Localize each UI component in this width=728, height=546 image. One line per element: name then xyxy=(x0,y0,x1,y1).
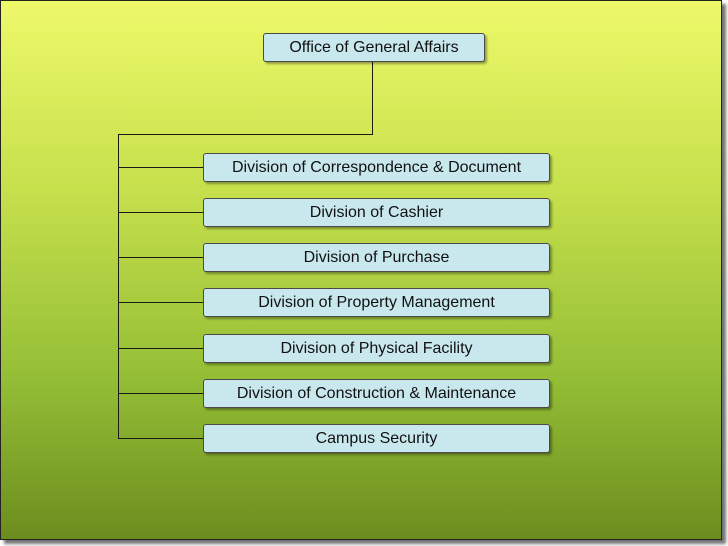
child-box-label: Division of Construction & Maintenance xyxy=(236,384,517,402)
child-box-purchase: Division of Purchase xyxy=(203,243,550,272)
child-box-label: Division of Purchase xyxy=(303,248,450,266)
branch-line-4 xyxy=(118,302,204,303)
child-box-cashier: Division of Cashier xyxy=(203,198,550,227)
child-box-physical-facility: Division of Physical Facility xyxy=(203,334,550,363)
child-box-construction-maintenance: Division of Construction & Maintenance xyxy=(203,379,550,408)
branch-line-7 xyxy=(118,438,204,439)
root-stem-line xyxy=(372,62,373,135)
child-box-label: Campus Security xyxy=(315,429,438,447)
branch-line-2 xyxy=(118,212,204,213)
child-box-label: Division of Property Management xyxy=(258,293,495,311)
root-box-label: Office of General Affairs xyxy=(289,38,459,56)
child-box-property-management: Division of Property Management xyxy=(203,288,550,317)
child-box-label: Division of Cashier xyxy=(309,203,444,221)
child-box-campus-security: Campus Security xyxy=(203,424,550,453)
branch-line-1 xyxy=(118,167,204,168)
child-box-correspondence-document: Division of Correspondence & Document xyxy=(203,153,550,182)
top-horizontal-line xyxy=(118,134,373,135)
branch-line-6 xyxy=(118,393,204,394)
trunk-line xyxy=(118,134,119,439)
branch-line-3 xyxy=(118,257,204,258)
branch-line-5 xyxy=(118,348,204,349)
root-box-office-of-general-affairs: Office of General Affairs xyxy=(263,33,485,62)
child-box-label: Division of Physical Facility xyxy=(280,339,473,357)
child-box-label: Division of Correspondence & Document xyxy=(231,158,522,176)
